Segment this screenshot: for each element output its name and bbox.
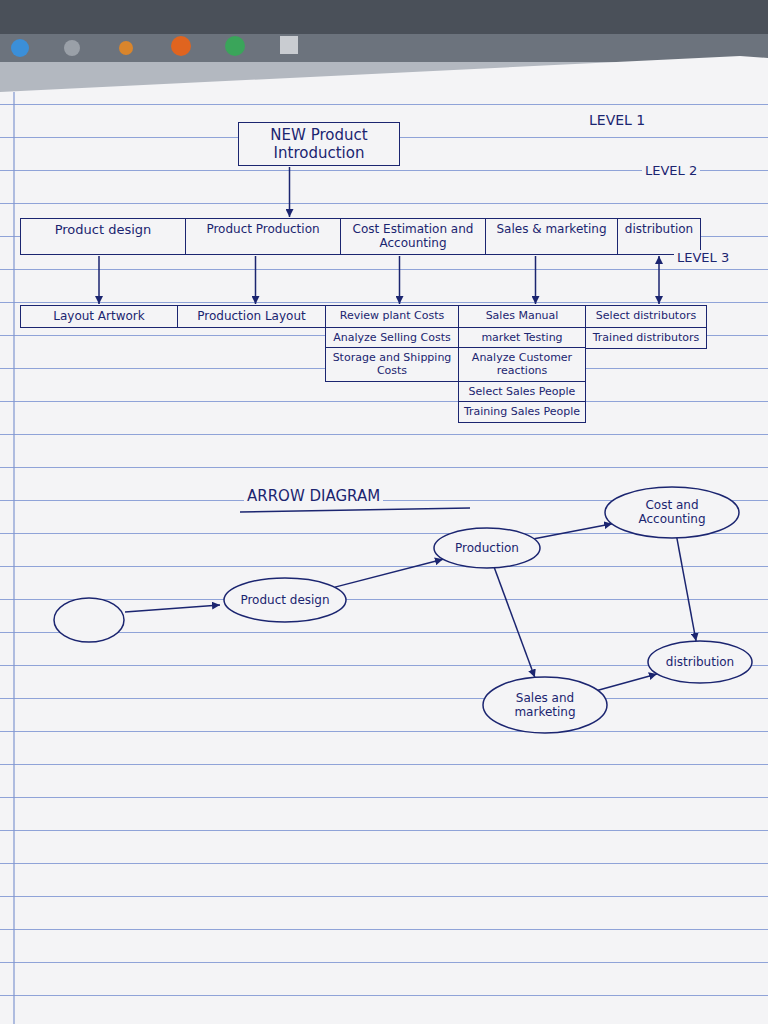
node-text: Production (447, 541, 527, 555)
screen-bar (0, 0, 768, 34)
wbs-box: Analyze Selling Costs (325, 327, 459, 349)
level-label: LEVEL 2 (642, 163, 700, 179)
taskbar-icon (171, 36, 191, 56)
taskbar-icon (11, 39, 29, 57)
connector-arrow (399, 256, 401, 304)
wbs-box: Review plant Costs (325, 305, 459, 328)
activity-ellipse: Production (433, 527, 541, 569)
wbs-box: Trained distributors (585, 327, 707, 349)
heading-underline (240, 508, 470, 512)
node-text: Product Production (190, 222, 336, 236)
wbs-box: market Testing (458, 327, 586, 349)
node-text: NEW Product Introduction (243, 126, 395, 162)
activity-ellipse: Sales and marketing (482, 676, 608, 734)
node-text: Training Sales People (463, 405, 581, 418)
node-text: Sales Manual (463, 309, 581, 322)
activity-ellipse: Product design (223, 577, 347, 623)
node-text: Production Layout (182, 309, 321, 323)
section-heading: ARROW DIAGRAM (244, 487, 383, 505)
paper-sheet (0, 56, 768, 1024)
taskbar-icon (280, 36, 298, 54)
connector-arrow (534, 524, 612, 539)
wbs-box: NEW Product Introduction (238, 122, 400, 166)
taskbar-icon (119, 41, 133, 55)
taskbar-icon (64, 40, 80, 56)
wbs-box: Product Production (185, 218, 341, 255)
connector-arrow (335, 559, 443, 587)
level-label: LEVEL 1 (586, 112, 648, 129)
activity-ellipse: Cost and Accounting (604, 486, 740, 539)
connector-arrow (255, 256, 257, 304)
connector-arrow (289, 167, 291, 217)
wbs-box: Analyze Customer reactions (458, 347, 586, 382)
taskbar-icon (225, 36, 245, 56)
start-event-ellipse (54, 598, 124, 642)
wbs-box: Sales Manual (458, 305, 586, 328)
node-text: Analyze Selling Costs (330, 331, 454, 344)
wbs-box: Production Layout (177, 305, 326, 328)
node-text: market Testing (463, 331, 581, 344)
node-text: Storage and Shipping Costs (330, 351, 454, 377)
ruled-lines (0, 100, 768, 1024)
activity-ellipse: distribution (647, 640, 753, 684)
node-text: Trained distributors (590, 331, 702, 344)
connector-arrow (535, 256, 537, 304)
wbs-box: Training Sales People (458, 401, 586, 423)
node-text: Select Sales People (463, 385, 581, 398)
wbs-box: Cost Estimation and Accounting (340, 218, 486, 255)
node-text: distribution (661, 655, 739, 669)
start-arrow (125, 605, 220, 612)
wbs-box: Layout Artwork (20, 305, 178, 328)
connector-arrow (677, 537, 696, 641)
connector-arrow (98, 256, 100, 304)
node-text: Analyze Customer reactions (463, 351, 581, 377)
wbs-box: Sales & marketing (485, 218, 618, 255)
node-text: Product design (239, 593, 331, 607)
node-text: Review plant Costs (330, 309, 454, 322)
node-text: Sales & marketing (490, 222, 613, 236)
node-text: Select distributors (590, 309, 702, 322)
node-text: Cost and Accounting (622, 498, 723, 527)
node-text: Layout Artwork (25, 309, 173, 323)
connector-arrow (494, 568, 534, 677)
connector-arrow (598, 674, 657, 690)
wbs-box: Product design (20, 218, 186, 255)
wbs-box: Storage and Shipping Costs (325, 347, 459, 382)
margin-line (13, 92, 14, 1024)
node-text: Product design (25, 222, 181, 238)
node-text: distribution (622, 222, 696, 236)
node-text: Sales and marketing (499, 691, 592, 720)
connector-arrow (658, 256, 660, 304)
taskbar (0, 34, 768, 62)
wbs-box: Select distributors (585, 305, 707, 328)
wbs-box: Select Sales People (458, 381, 586, 403)
level-label: LEVEL 3 (674, 250, 732, 266)
node-text: Cost Estimation and Accounting (345, 222, 481, 251)
